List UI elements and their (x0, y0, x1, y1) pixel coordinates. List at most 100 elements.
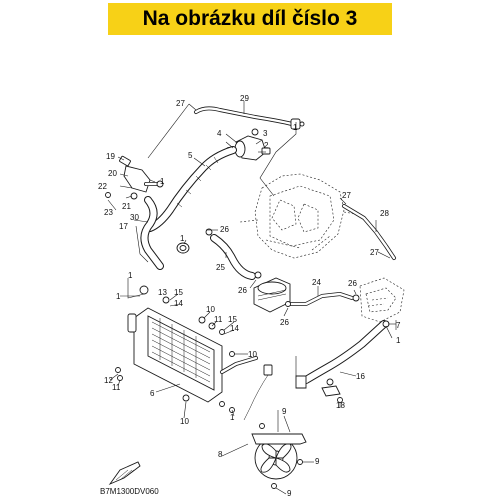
diagram-shape (257, 281, 287, 295)
diagram-shape (260, 457, 277, 473)
diagram-shape (219, 401, 225, 407)
callout-14: 14 (230, 324, 239, 333)
diagram-shape (239, 211, 357, 223)
diagram-shape (254, 173, 345, 259)
hose-25 (205, 228, 262, 280)
diagram-shape (188, 103, 197, 111)
diagram-shape (162, 296, 170, 304)
callout-9: 9 (287, 489, 292, 498)
diagram-shape (359, 277, 405, 323)
right-bracket-structure (359, 277, 405, 323)
diagram-shape (261, 443, 277, 459)
diagram-shape (263, 364, 273, 376)
hose-17 (140, 196, 190, 270)
oil-cooler-canister (253, 277, 291, 313)
diagram-shape (326, 378, 334, 386)
banner: Na obrázku díl číslo 3 (0, 0, 500, 40)
engine-block (239, 173, 357, 259)
callout-26: 26 (238, 286, 247, 295)
diagram-shape (221, 443, 249, 457)
callout-1: 1 (180, 234, 185, 243)
callout-26: 26 (348, 279, 357, 288)
hose-16 (295, 320, 390, 389)
callout-21: 21 (122, 202, 131, 211)
callout-27: 27 (176, 99, 185, 108)
callout-10: 10 (248, 350, 257, 359)
diagram-shape (295, 375, 307, 389)
diagram-shape (159, 318, 197, 378)
diagram-shape (259, 423, 265, 429)
diagram-shape (169, 293, 179, 301)
callout-29: 29 (240, 94, 249, 103)
callout-1: 1 (230, 413, 235, 422)
diagram-shape (251, 433, 307, 445)
diagram-shape (275, 487, 287, 495)
diagram-shape (231, 409, 235, 417)
diagram-shape (194, 107, 294, 126)
callout-26: 26 (220, 225, 229, 234)
diagram-shape (223, 329, 235, 335)
callout-labels: 27 29 1 4 3 2 5 19 20 1 22 21 23 30 17 1… (98, 94, 401, 498)
diagram-shape (193, 157, 206, 167)
diagram-shape (255, 139, 263, 145)
diagram-shape (205, 228, 213, 236)
diagram-shape (176, 156, 219, 208)
diagram-shape (257, 289, 287, 301)
diagram-shape (149, 179, 156, 183)
diagram-shape (133, 219, 149, 223)
diagram-shape (219, 329, 225, 335)
callout-9: 9 (315, 457, 320, 466)
diagram-shape (127, 278, 145, 299)
diagram-shape (169, 303, 181, 307)
callout-22: 22 (98, 182, 107, 191)
diagram-shape (251, 128, 259, 136)
radiator (127, 307, 273, 421)
diagram-shape (229, 351, 235, 357)
diagram-shape (271, 483, 277, 489)
callout-10: 10 (180, 417, 189, 426)
callout-26: 26 (280, 318, 289, 327)
callout-11: 11 (214, 315, 223, 324)
hose-5 (146, 146, 237, 232)
callout-19: 19 (106, 152, 115, 161)
diagram-shape (303, 321, 387, 383)
diagram-shape (179, 245, 187, 251)
front-arrow-icon (108, 461, 141, 486)
diagram-shape (135, 225, 149, 263)
diagram-shape (105, 192, 111, 198)
diagram-shape (275, 457, 291, 473)
callout-24: 24 (312, 278, 321, 287)
callout-11: 11 (112, 383, 121, 392)
diagram-shape (339, 197, 347, 205)
diagram-shape (109, 373, 119, 381)
diagram-shape (127, 313, 137, 333)
diagram-shape (254, 271, 262, 279)
diagram-shape (225, 141, 234, 149)
callout-12: 12 (104, 376, 113, 385)
diagram-shape (243, 374, 269, 421)
diagram-shape (265, 235, 331, 251)
diagram-shape (285, 301, 291, 307)
diagram-shape (183, 239, 187, 245)
diagram-shape (259, 122, 297, 197)
callout-6: 6 (150, 389, 155, 398)
diagram-shape (115, 367, 121, 373)
diagram-shape (147, 103, 190, 159)
diagram-shape (119, 173, 129, 177)
diagram-shape (141, 197, 163, 269)
diagram-code: B7M1300DV060 (100, 487, 159, 496)
diagram-shape (321, 385, 341, 397)
callout-5: 5 (188, 151, 193, 160)
callout-28: 28 (380, 209, 389, 218)
callout-10: 10 (206, 305, 215, 314)
diagram-shape (353, 289, 357, 295)
diagram-shape (123, 165, 151, 193)
diagram-shape (203, 311, 211, 319)
diagram-shape (269, 185, 335, 247)
diagram-shape (156, 180, 164, 188)
callout-27: 27 (370, 248, 379, 257)
bracket-18 (321, 385, 343, 403)
diagram-shape (147, 147, 236, 231)
diagram-shape (151, 321, 211, 383)
diagram-shape (182, 394, 190, 402)
